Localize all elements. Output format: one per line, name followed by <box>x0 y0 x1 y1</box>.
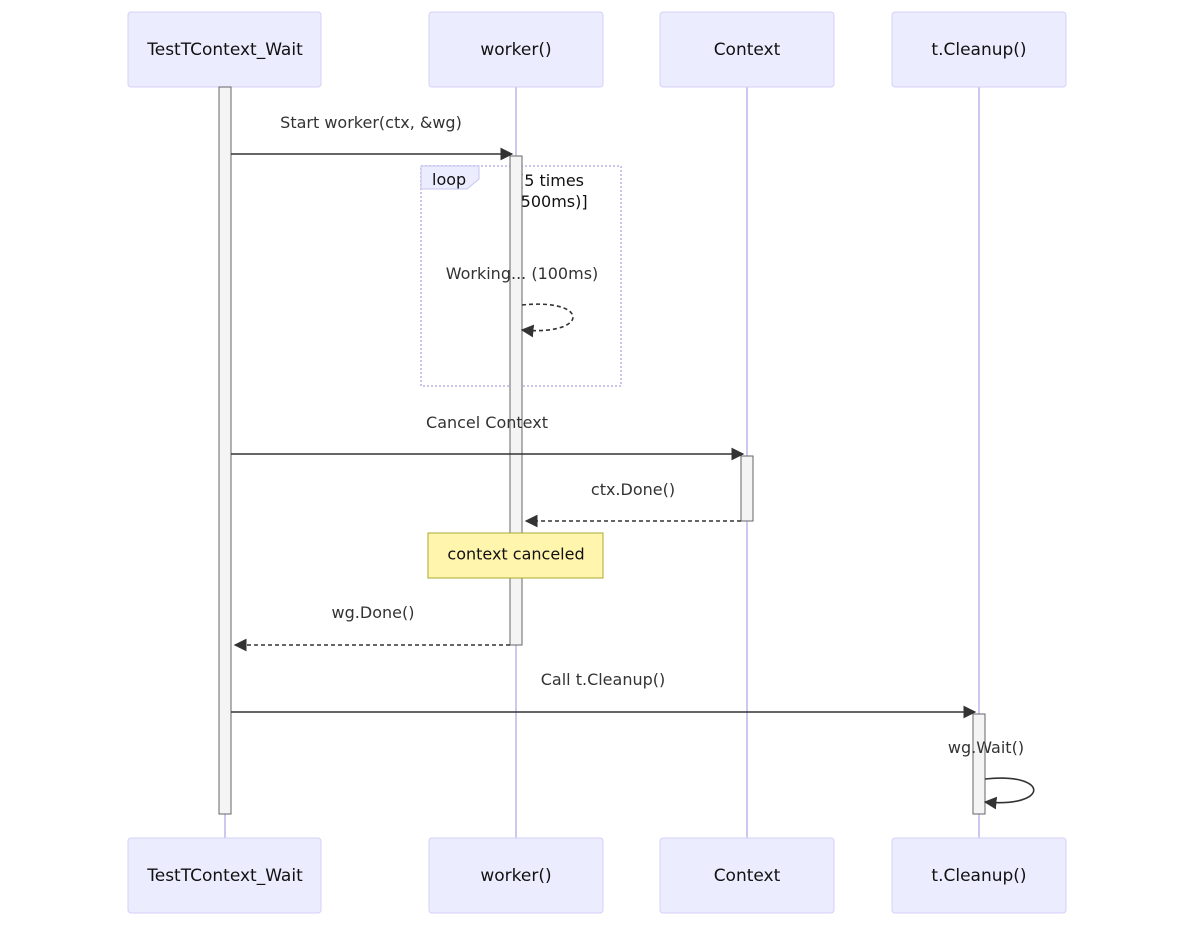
message-label-wg-done: wg.Done() <box>332 603 415 622</box>
actor-top-t-cleanup: t.Cleanup() <box>891 11 1067 88</box>
actor-label: Context <box>714 866 781 886</box>
actor-label: t.Cleanup() <box>931 40 1026 60</box>
activation-worker <box>509 155 523 646</box>
actor-label: worker() <box>480 866 551 886</box>
actor-top-testtcontext-wait: TestTContext_Wait <box>127 11 322 88</box>
actor-top-context: Context <box>659 11 835 88</box>
message-arrow-working <box>520 303 574 338</box>
loop-condition-line2: (500ms)] <box>514 192 587 211</box>
actor-label: TestTContext_Wait <box>146 866 303 886</box>
actor-label: t.Cleanup() <box>931 866 1026 886</box>
actor-bottom-t-cleanup: t.Cleanup() <box>891 837 1067 914</box>
actor-label: worker() <box>480 40 551 60</box>
activation-t-cleanup <box>972 713 986 815</box>
loop-label: loop <box>432 170 466 189</box>
message-label-ctx-done: ctx.Done() <box>591 480 675 499</box>
loop-frame: loop [5 times (500ms)] <box>420 165 622 387</box>
note-text: context canceled <box>447 545 584 564</box>
message-label-start-worker: Start worker(ctx, &wg) <box>280 113 462 132</box>
actor-bottom-worker: worker() <box>428 837 604 914</box>
activation-context <box>740 455 754 522</box>
actor-top-worker: worker() <box>428 11 604 88</box>
activation-testtcontext-wait <box>218 86 232 815</box>
actor-bottom-context: Context <box>659 837 835 914</box>
message-label-cancel-context: Cancel Context <box>426 413 548 432</box>
note-context-canceled: context canceled <box>427 532 604 579</box>
loop-condition-line1: [5 times <box>518 171 584 190</box>
message-label-working: Working... (100ms) <box>446 264 599 283</box>
actor-label: TestTContext_Wait <box>146 40 303 60</box>
actor-label: Context <box>714 40 781 60</box>
message-label-wg-wait: wg.Wait() <box>948 738 1024 757</box>
message-label-call-cleanup: Call t.Cleanup() <box>541 670 666 689</box>
actor-bottom-testtcontext-wait: TestTContext_Wait <box>127 837 322 914</box>
message-arrow-wg-wait <box>983 777 1035 810</box>
